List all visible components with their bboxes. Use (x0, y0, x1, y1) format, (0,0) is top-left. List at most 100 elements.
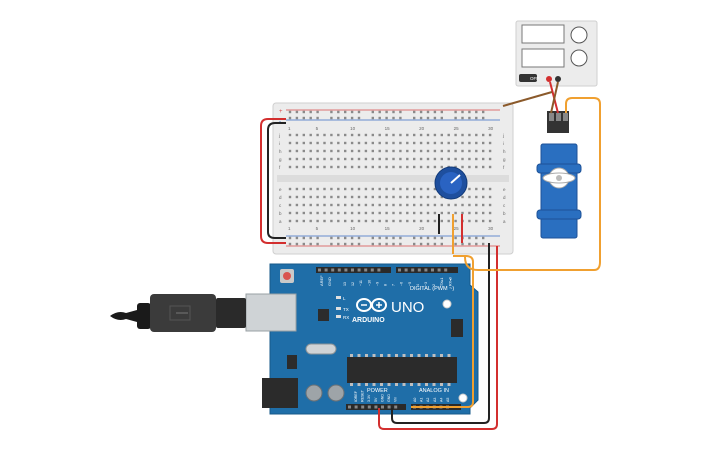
breadboard-hole[interactable] (371, 211, 374, 215)
breadboard-hole[interactable] (344, 236, 347, 240)
breadboard-hole[interactable] (350, 141, 354, 145)
breadboard-hole[interactable] (309, 149, 312, 153)
breadboard-hole[interactable] (419, 236, 423, 240)
breadboard-hole[interactable] (406, 165, 409, 169)
breadboard-hole[interactable] (364, 203, 368, 207)
breadboard-hole[interactable] (426, 187, 430, 191)
breadboard-hole[interactable] (433, 110, 437, 114)
breadboard-hole[interactable] (323, 211, 326, 215)
breadboard-hole[interactable] (385, 149, 388, 153)
breadboard-hole[interactable] (392, 149, 395, 153)
breadboard-hole[interactable] (357, 195, 361, 199)
usb-cable-icon[interactable] (110, 294, 246, 332)
breadboard-hole[interactable] (406, 187, 409, 191)
breadboard-hole[interactable] (337, 219, 340, 223)
breadboard-hole[interactable] (392, 211, 395, 215)
breadboard-hole[interactable] (364, 195, 368, 199)
breadboard-hole[interactable] (440, 236, 443, 240)
breadboard-hole[interactable] (378, 211, 381, 215)
breadboard-hole[interactable] (385, 133, 388, 137)
breadboard-hole[interactable] (371, 116, 374, 120)
breadboard-hole[interactable] (385, 110, 388, 114)
breadboard-hole[interactable] (378, 116, 381, 120)
breadboard-hole[interactable] (378, 133, 381, 137)
breadboard-hole[interactable] (337, 187, 340, 191)
breadboard-hole[interactable] (468, 195, 471, 199)
breadboard-hole[interactable] (288, 149, 292, 153)
breadboard-hole[interactable] (406, 157, 409, 161)
breadboard-hole[interactable] (399, 236, 402, 240)
breadboard-hole[interactable] (385, 187, 388, 191)
breadboard-hole[interactable] (316, 242, 319, 246)
breadboard-hole[interactable] (426, 141, 430, 145)
breadboard-hole[interactable] (295, 149, 299, 153)
breadboard-hole[interactable] (378, 187, 381, 191)
breadboard-hole[interactable] (378, 157, 381, 161)
breadboard-hole[interactable] (419, 187, 423, 191)
breadboard-hole[interactable] (295, 195, 299, 199)
breadboard-hole[interactable] (419, 157, 423, 161)
breadboard-hole[interactable] (419, 141, 423, 145)
breadboard-hole[interactable] (330, 211, 333, 215)
header-pin[interactable] (344, 268, 348, 272)
breadboard-hole[interactable] (302, 211, 305, 215)
breadboard-hole[interactable] (330, 187, 333, 191)
power-switch[interactable] (519, 74, 537, 82)
breadboard-hole[interactable] (468, 236, 471, 240)
breadboard-hole[interactable] (371, 165, 374, 169)
header-pin[interactable] (331, 268, 335, 272)
breadboard-hole[interactable] (433, 242, 437, 246)
breadboard-hole[interactable] (475, 133, 478, 137)
breadboard-hole[interactable] (461, 116, 464, 120)
breadboard-hole[interactable] (482, 195, 485, 199)
breadboard-hole[interactable] (392, 165, 395, 169)
breadboard-hole[interactable] (330, 236, 333, 240)
breadboard-hole[interactable] (419, 165, 423, 169)
breadboard-hole[interactable] (413, 236, 416, 240)
breadboard-hole[interactable] (295, 165, 299, 169)
breadboard-hole[interactable] (468, 211, 471, 215)
breadboard-hole[interactable] (385, 236, 388, 240)
breadboard-hole[interactable] (302, 219, 305, 223)
breadboard-hole[interactable] (302, 116, 305, 120)
breadboard-hole[interactable] (330, 141, 333, 145)
breadboard-hole[interactable] (468, 157, 471, 161)
breadboard-hole[interactable] (323, 141, 326, 145)
breadboard-hole[interactable] (413, 219, 416, 223)
breadboard-hole[interactable] (399, 211, 402, 215)
breadboard-hole[interactable] (295, 187, 299, 191)
breadboard-hole[interactable] (461, 149, 464, 153)
breadboard-hole[interactable] (316, 195, 319, 199)
breadboard-hole[interactable] (350, 211, 354, 215)
breadboard-hole[interactable] (426, 165, 430, 169)
breadboard-hole[interactable] (357, 236, 361, 240)
breadboard-hole[interactable] (309, 236, 312, 240)
breadboard-hole[interactable] (399, 165, 402, 169)
breadboard-hole[interactable] (295, 116, 299, 120)
breadboard-hole[interactable] (288, 211, 292, 215)
breadboard-hole[interactable] (433, 133, 437, 137)
breadboard-hole[interactable] (399, 187, 402, 191)
breadboard-hole[interactable] (413, 195, 416, 199)
breadboard-hole[interactable] (350, 133, 354, 137)
breadboard-hole[interactable] (399, 149, 402, 153)
breadboard-hole[interactable] (344, 242, 347, 246)
breadboard-hole[interactable] (378, 195, 381, 199)
breadboard-hole[interactable] (385, 165, 388, 169)
breadboard-hole[interactable] (288, 133, 292, 137)
breadboard-hole[interactable] (419, 203, 423, 207)
power-supply-icon[interactable]: OFF (515, 20, 598, 87)
breadboard-hole[interactable] (344, 149, 347, 153)
breadboard-hole[interactable] (482, 165, 485, 169)
breadboard-hole[interactable] (482, 110, 485, 114)
breadboard-hole[interactable] (426, 203, 430, 207)
voltage-knob-icon[interactable] (570, 26, 588, 44)
breadboard-hole[interactable] (488, 157, 492, 161)
breadboard-hole[interactable] (330, 195, 333, 199)
breadboard-hole[interactable] (413, 116, 416, 120)
breadboard-hole[interactable] (461, 242, 464, 246)
breadboard-hole[interactable] (454, 219, 457, 223)
breadboard-hole[interactable] (482, 219, 485, 223)
breadboard-hole[interactable] (399, 157, 402, 161)
